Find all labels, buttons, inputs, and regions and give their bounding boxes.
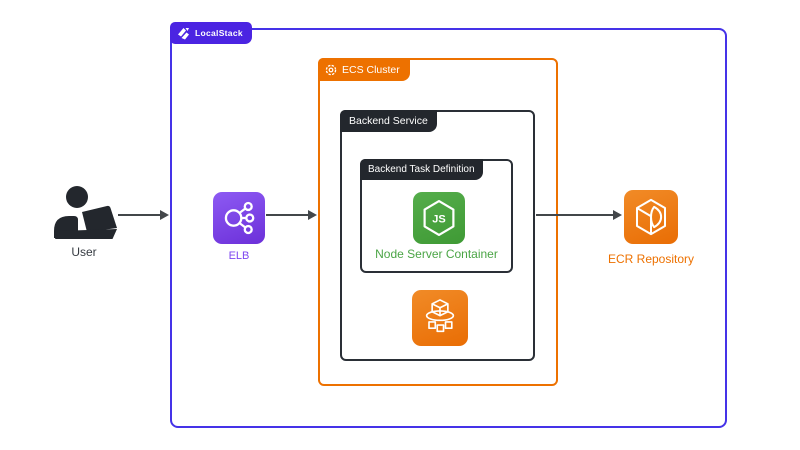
ecs-cluster-badge-label: ECS Cluster bbox=[342, 63, 400, 76]
user-label: User bbox=[71, 245, 97, 259]
ecr-repository-label: ECR Repository bbox=[607, 252, 695, 266]
nodejs-hexagon-glyph-icon: JS bbox=[423, 199, 455, 237]
elb-icon bbox=[213, 192, 265, 244]
backend-task-definition-badge: Backend Task Definition bbox=[360, 159, 483, 180]
backend-service-badge: Backend Service bbox=[340, 110, 437, 132]
ecr-icon bbox=[624, 190, 678, 244]
ecr-cube-glyph-icon bbox=[635, 198, 667, 236]
ecs-cluster-badge: ECS Cluster bbox=[318, 58, 410, 81]
svg-text:JS: JS bbox=[432, 214, 445, 226]
elb-node: ELB bbox=[193, 192, 285, 262]
localstack-container: LocalStack ELB bbox=[170, 22, 727, 428]
user-at-laptop-icon bbox=[54, 186, 117, 239]
user-node: User bbox=[42, 186, 126, 259]
arrow-backend-service-to-ecr bbox=[536, 209, 622, 220]
ecs-icon bbox=[412, 290, 468, 346]
backend-service-badge-label: Backend Service bbox=[349, 115, 428, 127]
localstack-badge-label: LocalStack bbox=[195, 28, 243, 38]
backend-service-container: Backend Service Backend Task Definition … bbox=[340, 110, 535, 361]
ecs-cluster-container: ECS Cluster Backend Service Backend Task… bbox=[318, 58, 558, 386]
arrow-user-to-localstack bbox=[118, 209, 169, 220]
localstack-badge: LocalStack bbox=[170, 22, 252, 44]
ecs-cluster-ring-icon bbox=[325, 64, 337, 75]
ecr-node: ECR Repository bbox=[595, 190, 707, 266]
arrow-elb-to-ecs-cluster bbox=[266, 209, 317, 220]
backend-task-definition-container: Backend Task Definition JS Node Server C… bbox=[360, 159, 513, 273]
ecs-containers-glyph-icon bbox=[425, 299, 455, 333]
backend-task-definition-badge-label: Backend Task Definition bbox=[368, 164, 475, 175]
localstack-logo-icon bbox=[178, 27, 189, 39]
node-server-container-label: Node Server Container bbox=[375, 247, 498, 261]
load-balancer-glyph-icon bbox=[224, 201, 255, 235]
nodejs-icon: JS bbox=[413, 192, 465, 244]
elb-label: ELB bbox=[228, 250, 250, 262]
